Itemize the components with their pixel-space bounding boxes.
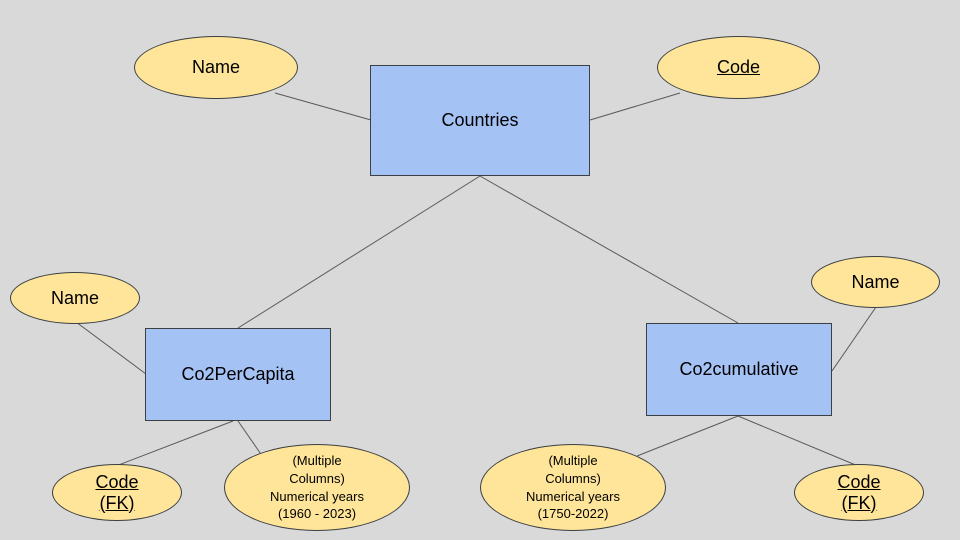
attr-cumulative-name-label: Name [851, 271, 900, 292]
attr-percapita-years-line3: Numerical years [270, 488, 364, 504]
attr-cumulative-name[interactable]: Name [811, 256, 940, 308]
attr-cumulative-fk-label: (FK) [841, 492, 877, 513]
attr-percapita-years[interactable]: (Multiple Columns) Numerical years (1960… [224, 444, 410, 531]
entity-co2percapita-label: Co2PerCapita [181, 364, 295, 384]
attr-cumulative-years-line1: (Multiple [548, 453, 598, 469]
attr-countries-code[interactable]: Code [657, 36, 820, 99]
attr-percapita-name-label: Name [50, 287, 99, 308]
attr-cumulative-years-line4: (1750-2022) [537, 506, 609, 522]
attr-percapita-years-line1: (Multiple [292, 453, 342, 469]
attr-percapita-code-label: Code [95, 471, 139, 492]
attr-cumulative-code-fk[interactable]: Code (FK) [794, 464, 924, 521]
attr-cumulative-years[interactable]: (Multiple Columns) Numerical years (1750… [480, 444, 666, 531]
entity-countries[interactable]: Countries [370, 65, 590, 176]
attr-cumulative-years-line3: Numerical years [526, 488, 620, 504]
link-percapita-name [75, 321, 147, 375]
entity-co2cumulative-label: Co2cumulative [679, 359, 799, 379]
attr-percapita-name[interactable]: Name [10, 272, 140, 324]
link-cumulative-name [831, 306, 877, 372]
attr-countries-name[interactable]: Name [134, 36, 298, 99]
attr-cumulative-code-label: Code [837, 471, 881, 492]
attr-cumulative-years-line2: Columns) [545, 470, 601, 486]
attr-percapita-years-line4: (1960 - 2023) [277, 506, 357, 522]
link-cumulative-code [737, 415, 859, 467]
link-countries-percapita [237, 175, 481, 329]
link-percapita-code [115, 420, 234, 467]
attr-percapita-fk-label: (FK) [99, 492, 135, 513]
attr-countries-code-label: Code [716, 57, 761, 77]
link-cumulative-years [636, 415, 739, 457]
link-countries-name [274, 92, 372, 121]
entity-countries-label: Countries [441, 110, 519, 130]
attr-percapita-years-line2: Columns) [289, 470, 345, 486]
entity-co2percapita[interactable]: Co2PerCapita [145, 328, 331, 421]
link-countries-code [589, 92, 681, 121]
link-countries-cumulative [479, 175, 739, 324]
attr-countries-name-label: Name [191, 57, 240, 77]
entity-co2cumulative[interactable]: Co2cumulative [646, 323, 832, 416]
attr-percapita-code-fk[interactable]: Code (FK) [52, 464, 182, 521]
